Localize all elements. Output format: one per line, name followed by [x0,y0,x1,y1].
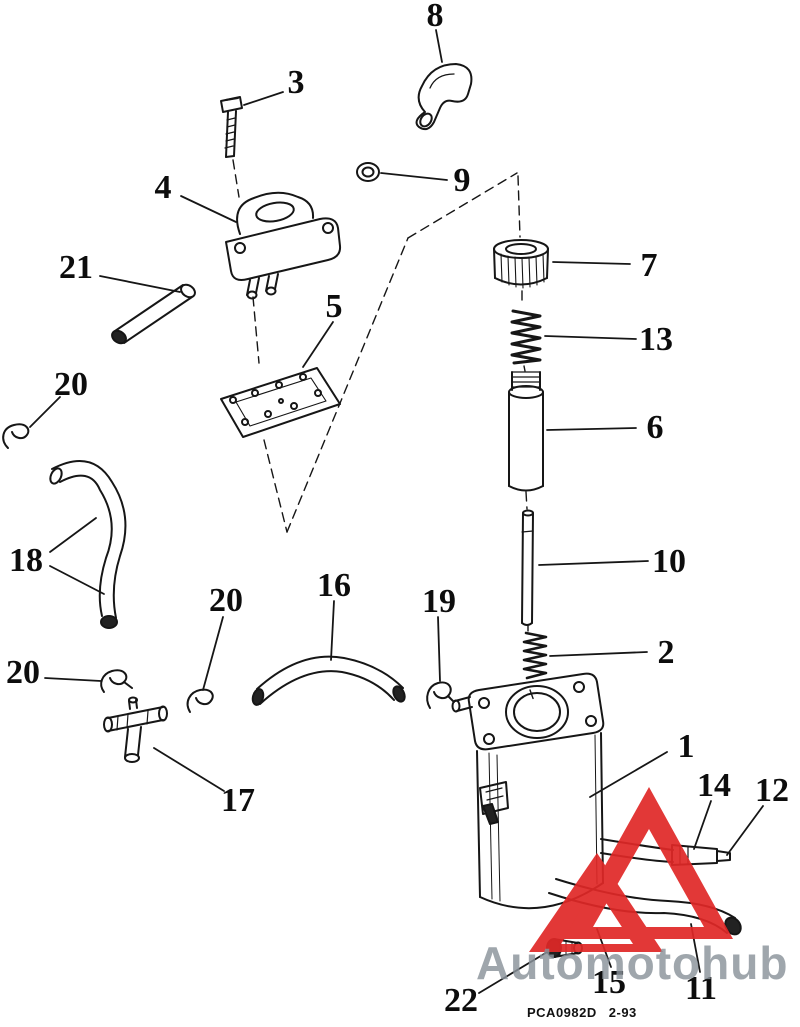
callout-21: 21 [59,249,93,286]
callout-13: 13 [639,321,673,358]
callout-20-b: 20 [209,582,243,619]
part-screw [220,96,243,158]
callout-2: 2 [657,634,675,671]
callout-6: 6 [646,409,664,446]
callout-8: 8 [426,0,444,34]
part-clamp-19 [426,681,455,709]
callout-7: 7 [640,247,658,284]
callout-9: 9 [453,162,471,199]
callout-4: 4 [154,169,172,206]
revision-date: 2-93 [608,1005,637,1020]
part-clamp-b [186,688,214,713]
footer-code: PCA0982D 2-93 [527,1005,637,1020]
part-code: PCA0982D [527,1005,597,1020]
part-spring-small [522,631,548,680]
callout-leader-lines [29,29,764,994]
part-short-hose [111,283,196,345]
part-tee-fitting [103,696,168,763]
part-elbow-fitting [415,63,473,131]
watermark-logo [529,787,733,952]
callout-18: 18 [9,542,43,579]
callout-3: 3 [287,64,305,101]
callout-16: 16 [317,567,351,604]
part-pump-body [451,672,605,910]
callout-14: 14 [697,767,731,804]
part-pump-cover [225,191,342,300]
part-o-ring [356,162,380,182]
part-spring-large [510,309,542,365]
callout-12: 12 [755,772,789,809]
callout-17: 17 [221,782,255,819]
callout-20-c: 20 [6,654,40,691]
assembly-alignment-dashed-lines [232,159,535,702]
callout-22: 22 [444,982,478,1019]
callout-11: 11 [684,970,718,1007]
part-clamp-c [100,669,133,693]
part-long-hose [251,655,406,706]
callout-5: 5 [325,288,343,325]
callout-10: 10 [652,543,686,580]
watermark-text: Automotohub [476,937,789,989]
part-curved-hose [49,460,127,629]
callout-1: 1 [677,728,695,765]
part-clamp-a [2,423,30,449]
part-plunger-rod [521,509,534,626]
part-gasket-plate [220,367,341,438]
callout-15: 15 [592,964,626,1001]
callout-20-a: 20 [54,366,88,403]
callout-19: 19 [422,583,456,620]
part-tube [508,371,544,492]
part-cap-nut [493,239,549,289]
